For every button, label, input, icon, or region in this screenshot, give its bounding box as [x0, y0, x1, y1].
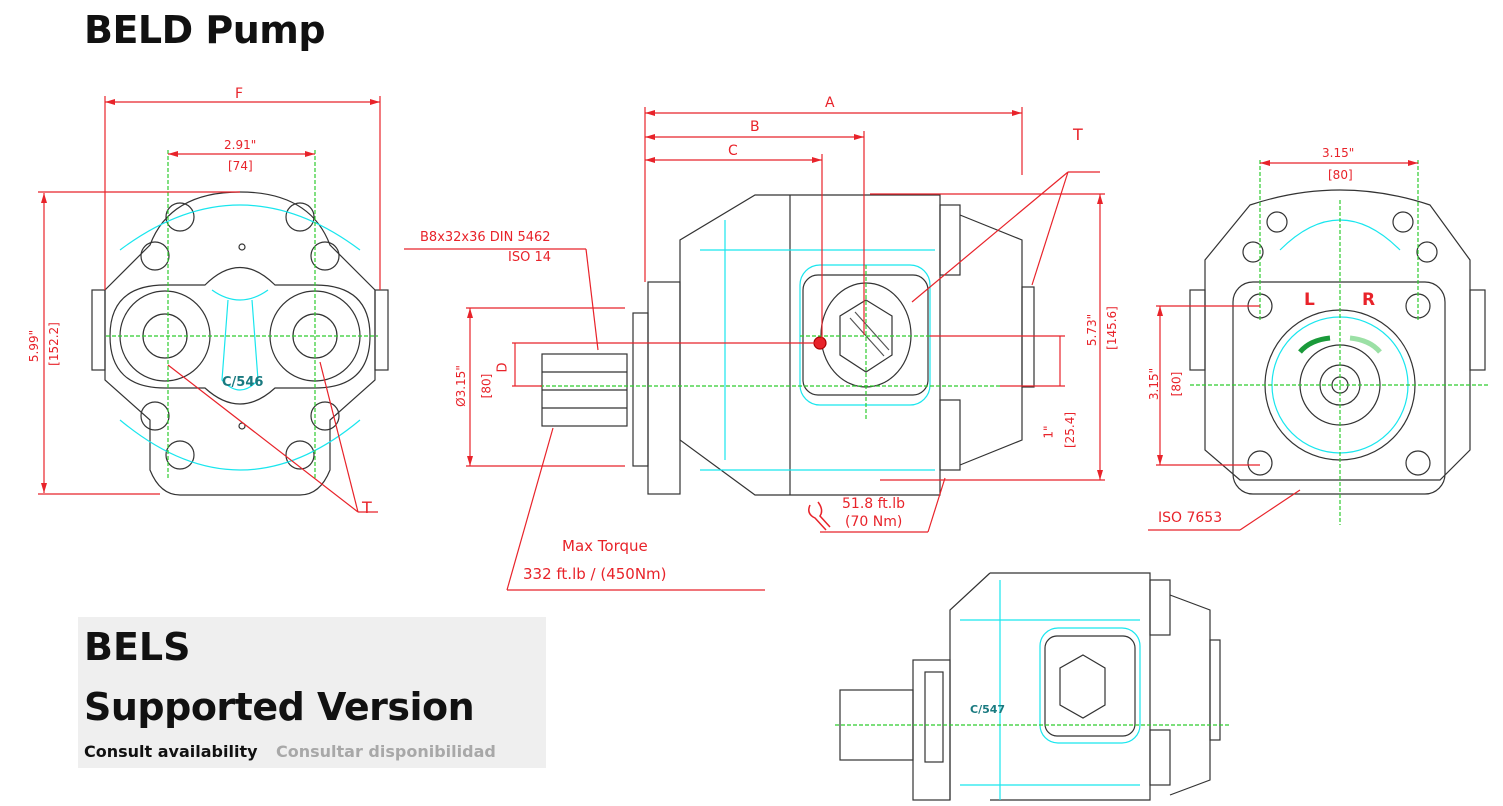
max-torque-label: Max Torque: [562, 537, 648, 555]
rotation-right-label: R: [1362, 290, 1376, 310]
front-part-code: C/546: [222, 375, 264, 390]
bolt-torque-ftlb: 51.8 ft.lb: [842, 496, 906, 512]
bels-view: [839, 572, 1221, 801]
flange-standard: ISO 7653: [1158, 510, 1223, 526]
bels-part-code: C/547: [970, 703, 1006, 716]
rear-view: [1189, 189, 1486, 495]
front-height-mm: [152.2]: [46, 322, 61, 366]
pilot-dia-mm: [80]: [479, 373, 494, 399]
bels-info-panel: BELS Supported Version Consult availabil…: [78, 617, 546, 768]
dim-c-label: C: [728, 143, 738, 159]
front-width-in: 2.91": [224, 138, 257, 152]
pilot-dia-in: Ø3.15": [453, 365, 468, 407]
dim-d-label: D: [495, 362, 511, 373]
dim-a-label: A: [825, 95, 835, 111]
front-view: [91, 191, 389, 496]
front-port-t-label: T: [362, 498, 372, 517]
rear-width-in: 3.15": [1322, 146, 1355, 160]
rear-height-in: 3.15": [1147, 367, 1162, 401]
availability-note-en: Consult availability: [84, 742, 258, 761]
wrench-icon: [808, 501, 831, 531]
side-view: [541, 194, 1035, 496]
bolt-torque-nm: (70 Nm): [845, 514, 903, 530]
dim-b-label: B: [750, 119, 760, 135]
offset-in: 1": [1041, 425, 1056, 439]
offset-mm: [25.4]: [1063, 411, 1078, 449]
front-width-mm: [74]: [228, 159, 253, 173]
rear-height-mm: [80]: [1169, 371, 1184, 397]
front-height-in: 5.99": [27, 329, 42, 363]
rear-width-mm: [80]: [1328, 168, 1353, 182]
availability-note-es: Consultar disponibilidad: [276, 742, 496, 761]
side-height-mm: [145.6]: [1104, 306, 1119, 350]
spline-spec: B8x32x36 DIN 5462: [420, 230, 551, 245]
side-port-t-label: T: [1073, 125, 1083, 144]
dim-f-label: F: [235, 86, 244, 102]
bels-subheading: Supported Version: [84, 685, 475, 729]
max-torque-value: 332 ft.lb / (450Nm): [523, 565, 667, 583]
bels-heading: BELS: [84, 625, 191, 669]
spline-iso: ISO 14: [508, 250, 551, 265]
side-height-in: 5.73": [1085, 313, 1100, 347]
page-title: BELD Pump: [84, 8, 326, 52]
rotation-left-label: L: [1304, 290, 1315, 310]
